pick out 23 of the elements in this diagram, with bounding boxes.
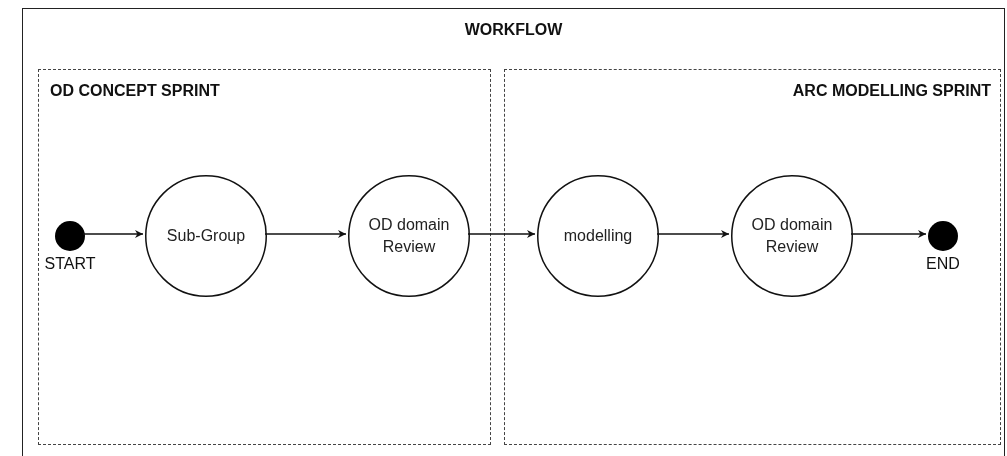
arrow: [82, 230, 144, 238]
terminal-label: END: [926, 255, 960, 273]
arrow: [656, 230, 730, 238]
state-label: OD domain Review: [367, 215, 451, 257]
swimlane-frame: [38, 69, 491, 445]
diagram-frame: [22, 8, 1005, 456]
state-circle: [731, 175, 853, 297]
group-title: OD CONCEPT SPRINT: [50, 82, 220, 100]
state-circle: [537, 175, 659, 297]
terminal-label: START: [44, 255, 96, 273]
arrow: [264, 230, 347, 238]
swimlane-frame: [504, 69, 1001, 445]
state-label: OD domain Review: [750, 215, 834, 257]
arrow: [467, 230, 536, 238]
terminal-dot: [928, 221, 958, 251]
group-title: WORKFLOW: [464, 21, 563, 39]
state-label: modelling: [563, 226, 633, 246]
state-circle: [348, 175, 470, 297]
arrow: [850, 230, 927, 238]
group-title: ARC MODELLING SPRINT: [792, 82, 991, 100]
terminal-dot: [55, 221, 85, 251]
state-label: Sub-Group: [166, 226, 246, 246]
state-circle: [145, 175, 267, 297]
